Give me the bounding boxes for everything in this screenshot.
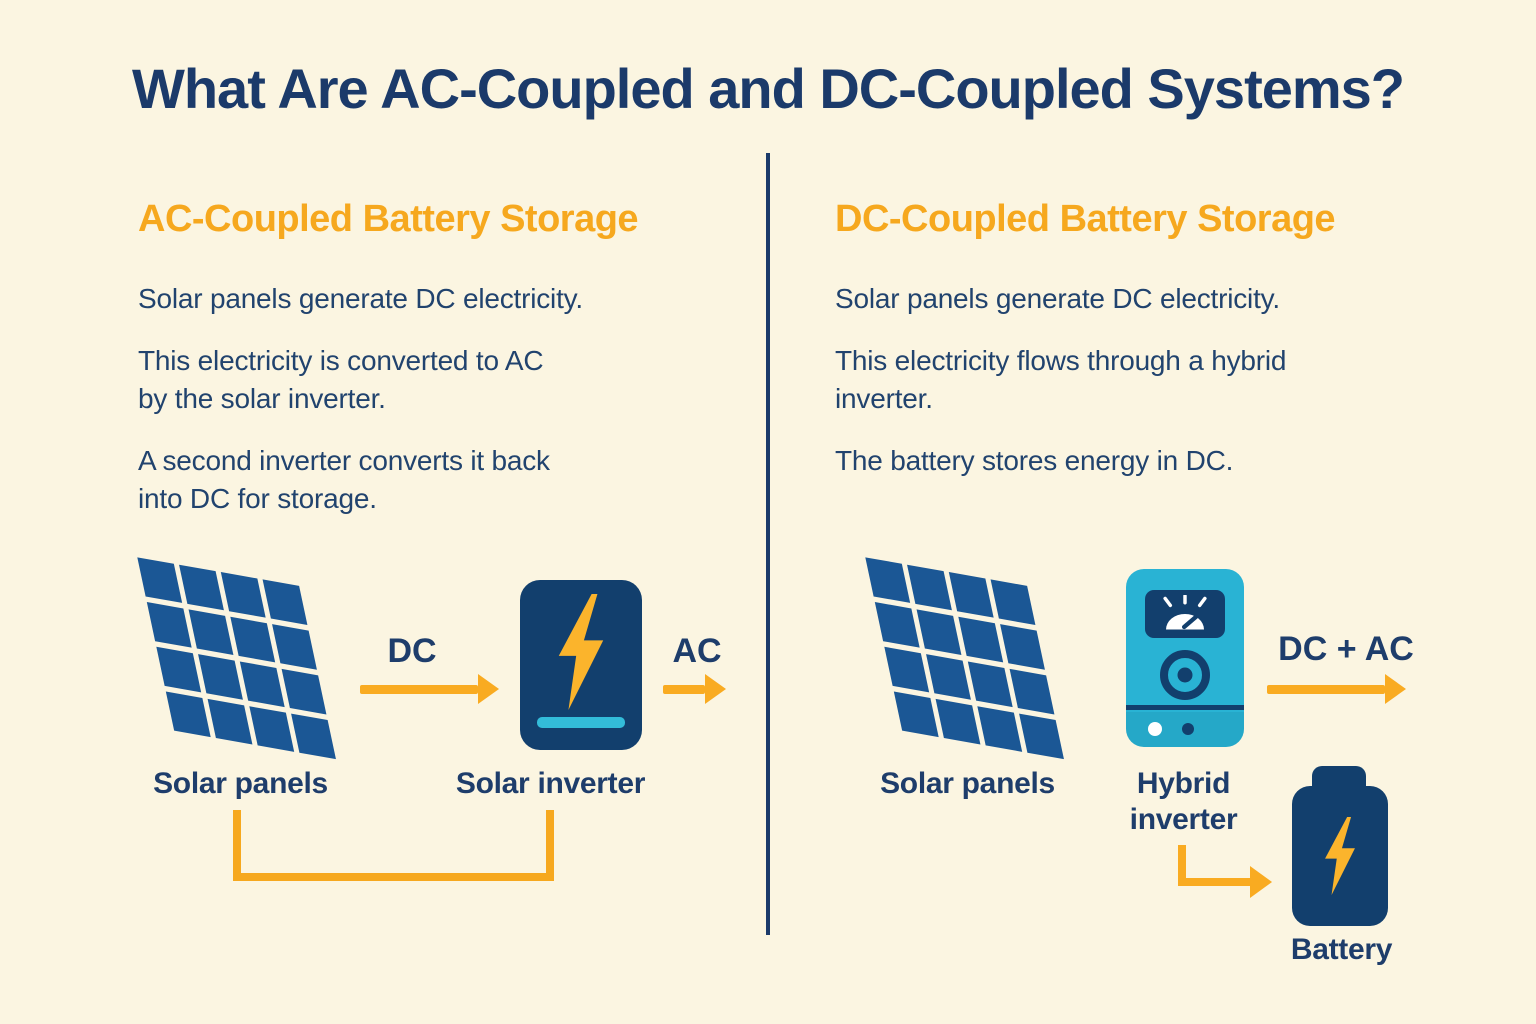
- dc-plus-ac-arrow-icon: [1267, 674, 1406, 704]
- panels-to-inverter-connector-line: [233, 810, 554, 881]
- gauge-display-icon: [1163, 595, 1207, 630]
- battery-label: Battery: [1290, 933, 1393, 966]
- ac-flow-label: AC: [672, 632, 722, 670]
- lightning-bolt-icon: [558, 594, 604, 710]
- left-solar-panels-label: Solar panels: [153, 767, 328, 800]
- inverter-to-battery-connector-line: [1178, 845, 1254, 886]
- right-solar-panels-label: Solar panels: [880, 767, 1055, 800]
- left-paragraph-3: A second inverter converts it back into …: [138, 445, 550, 515]
- hybrid-inverter-dial: [1160, 650, 1210, 700]
- solar-panel-grid-icon: [137, 557, 336, 760]
- battery-bolt-icon: [1292, 786, 1388, 926]
- lightning-bolt-icon: [1325, 817, 1355, 895]
- dc-flow-label: DC: [387, 632, 437, 670]
- left-column-heading: AC-Coupled Battery Storage: [138, 198, 639, 240]
- right-paragraph-1: Solar panels generate DC electricity.: [835, 283, 1280, 314]
- hybrid-inverter-label: Hybrid inverter: [1129, 767, 1238, 836]
- solar-inverter-device: [520, 580, 642, 750]
- page-title: What Are AC-Coupled and DC-Coupled Syste…: [131, 57, 1405, 120]
- left-paragraph-1: Solar panels generate DC electricity.: [138, 283, 583, 314]
- right-column-heading: DC-Coupled Battery Storage: [835, 198, 1336, 240]
- inverter-indicator-bar: [537, 717, 625, 728]
- hybrid-inverter-screen: [1145, 590, 1225, 638]
- left-paragraph-2: This electricity is converted to AC by t…: [138, 345, 544, 415]
- hybrid-inverter-led-navy: [1182, 723, 1194, 735]
- dc-plus-ac-flow-label: DC + AC: [1278, 630, 1414, 668]
- hybrid-inverter-device: [1126, 569, 1244, 747]
- hybrid-inverter-divider-line: [1126, 705, 1244, 710]
- solar-panel-grid-icon: [865, 557, 1064, 760]
- dc-arrow-icon: [360, 674, 499, 704]
- right-paragraph-3: The battery stores energy in DC.: [835, 445, 1234, 476]
- hybrid-inverter-led-white: [1148, 722, 1162, 736]
- column-divider-line: [766, 153, 770, 935]
- inverter-to-battery-arrowhead-icon: [1250, 866, 1272, 898]
- ac-arrow-icon: [663, 674, 726, 704]
- solar-inverter-label: Solar inverter: [455, 767, 646, 800]
- right-paragraph-2: This electricity flows through a hybrid …: [835, 345, 1287, 415]
